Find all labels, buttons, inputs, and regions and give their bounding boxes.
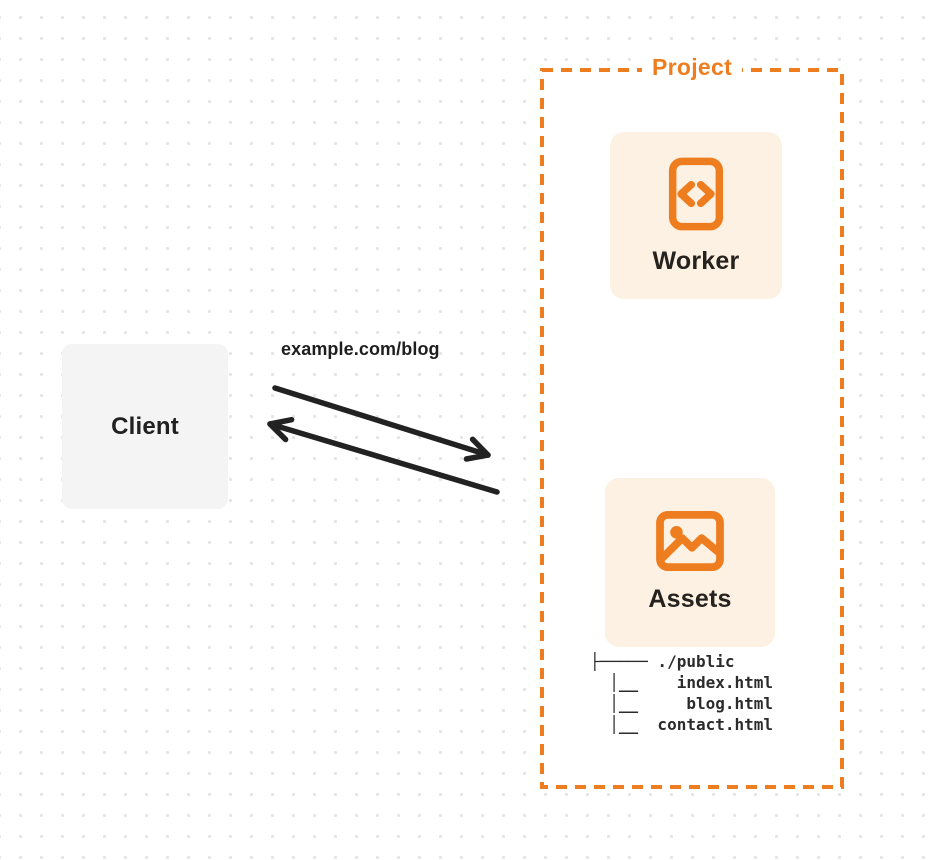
request-url-label: example.com/blog <box>281 339 440 359</box>
response-arrow <box>267 416 500 495</box>
project-dashed-border <box>540 68 844 789</box>
project-label: Project <box>641 52 743 82</box>
request-arrow <box>272 385 491 462</box>
project-container: Project Worker Assets ├───── ./public │_… <box>540 52 844 789</box>
image-icon <box>656 511 724 571</box>
worker-node: Worker <box>610 132 782 299</box>
file-tree: ├───── ./public │__ index.html │__ blog.… <box>590 652 774 734</box>
request-response-arrows <box>267 385 500 495</box>
assets-label: Assets <box>648 585 732 613</box>
code-icon <box>668 157 724 231</box>
client-label: Client <box>111 412 179 440</box>
worker-label: Worker <box>652 247 740 275</box>
assets-node: Assets <box>605 478 775 647</box>
client-node: Client <box>62 344 228 509</box>
